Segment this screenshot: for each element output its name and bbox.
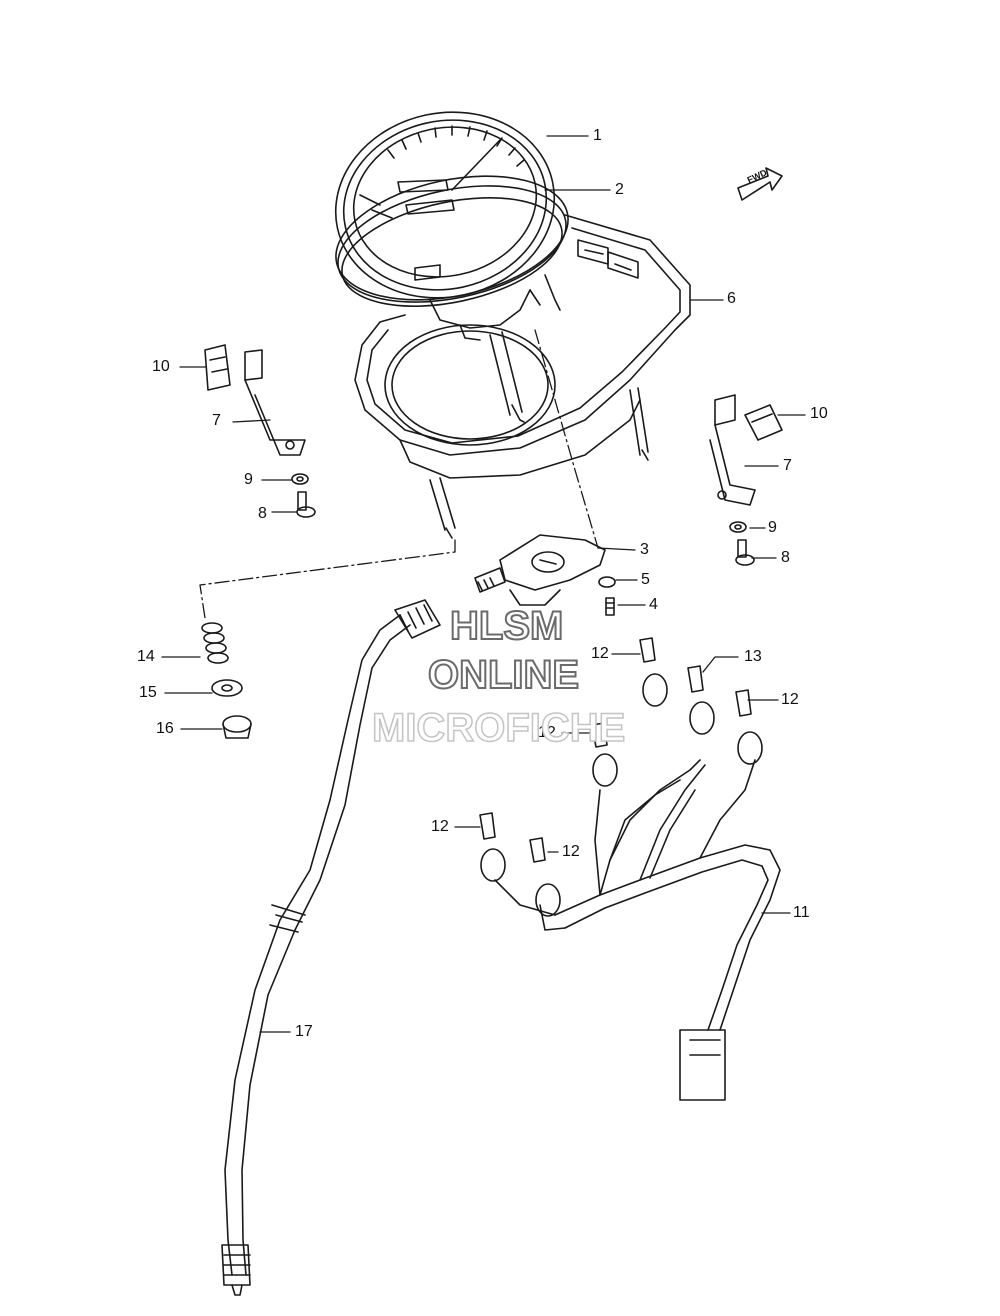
callout-9-right: 9	[768, 519, 777, 536]
spring	[201, 622, 229, 664]
fwd-arrow-icon	[737, 167, 783, 201]
callout-13: 13	[744, 648, 762, 665]
screw-left	[296, 491, 316, 518]
gearbox-screw	[605, 597, 615, 616]
callout-12-c: 12	[538, 724, 556, 741]
leader-lines	[161, 135, 806, 1033]
callout-12-a: 12	[591, 645, 609, 662]
callout-12-d: 12	[431, 818, 449, 835]
bracket-right	[709, 394, 756, 506]
callout-2: 2	[615, 181, 624, 198]
watermark-line-3: MICROFICHE	[371, 706, 626, 750]
callout-7-right: 7	[783, 457, 792, 474]
callout-4: 4	[649, 596, 658, 613]
callout-16: 16	[156, 720, 174, 737]
callout-8-left: 8	[258, 505, 267, 522]
reference-lines	[199, 329, 599, 619]
gearbox-washer	[598, 576, 616, 588]
callout-8-right: 8	[781, 549, 790, 566]
speedometer-assembly	[334, 111, 569, 341]
callout-9-left: 9	[244, 471, 253, 488]
grommet-left	[204, 344, 231, 391]
callout-17: 17	[295, 1023, 313, 1040]
callout-11: 11	[793, 904, 810, 921]
watermark-line-2: ONLINE	[427, 653, 580, 697]
callout-6: 6	[727, 290, 736, 307]
callout-10-left: 10	[152, 358, 170, 375]
callout-12-e: 12	[562, 843, 580, 860]
screw-right	[735, 539, 755, 566]
meter-housing	[354, 214, 691, 539]
flat-washer	[211, 679, 243, 697]
wiring-harness	[494, 759, 781, 1101]
washer-left	[291, 473, 309, 485]
callout-15: 15	[139, 684, 157, 701]
callout-3: 3	[640, 541, 649, 558]
watermark-line-1: HLSM	[449, 604, 564, 648]
callout-10-right: 10	[810, 405, 828, 422]
callout-1: 1	[593, 127, 602, 144]
callout-14: 14	[137, 648, 155, 665]
speedometer-cable	[221, 599, 441, 1296]
bulbs	[479, 637, 752, 863]
callout-12-b: 12	[781, 691, 799, 708]
callout-5: 5	[641, 571, 650, 588]
callout-7-left: 7	[212, 412, 221, 429]
grommet-right	[744, 404, 783, 441]
bulb-sockets	[480, 673, 763, 917]
plug	[222, 715, 252, 739]
speedometer-gearbox	[474, 534, 606, 606]
washer-right	[729, 521, 747, 533]
bracket-left	[244, 349, 306, 456]
